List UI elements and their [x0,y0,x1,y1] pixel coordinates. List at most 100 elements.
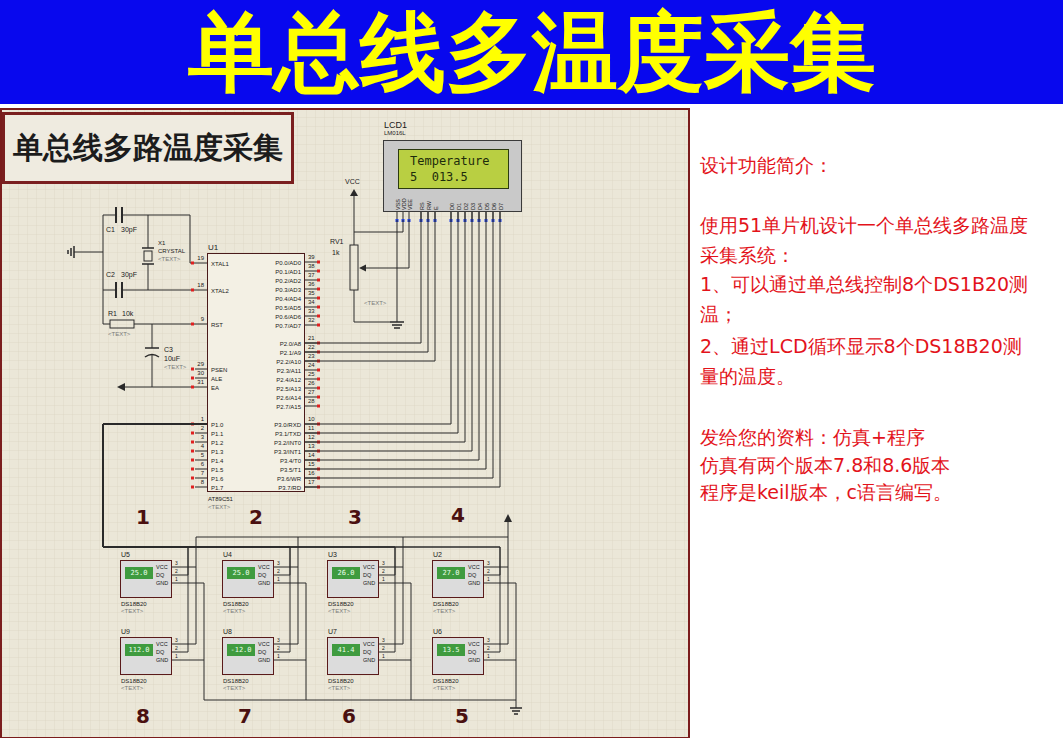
part-label: X1 [158,240,165,247]
part-label: U9 [121,628,130,636]
microcontroller-chip: U1XTAL1XTAL2RSTPSENALEEAP1.0P1.1P1.2P1.3… [207,253,305,492]
pin-name: XTAL1 [211,260,229,268]
part-value: 1k [332,249,339,257]
pin-name: P2.3/A11 [277,367,301,375]
pin-name: GND [258,580,270,587]
pin-name: VCC [468,641,480,648]
callout-number: 5 [455,705,469,727]
pin-name: P2.6/A14 [276,394,301,402]
pin-number: 3 [487,638,490,643]
part-label: U4 [223,551,232,559]
part-value: DS18B20 [433,678,459,685]
callout-number: 6 [342,705,356,727]
pin-name: D4 [477,203,483,210]
callout-number: 4 [451,504,465,526]
lcd-line: 5 013.5 [410,171,468,185]
pin-number: 6 [186,461,204,468]
signal-wire [305,212,500,487]
wire [172,522,516,708]
text-placeholder: <TEXT> [108,331,130,338]
part-label: U8 [223,628,232,636]
pin-name: P2.5/A13 [276,385,301,393]
pin-number: 29 [186,361,204,368]
ground-symbol [68,246,74,258]
part-value: AT89C51 [208,496,233,503]
signal-wire [305,212,428,352]
pin-name: VCC [363,564,375,571]
part-value: LM016L [384,130,406,137]
pin-name: VCC [156,641,168,648]
pin-number: 3 [277,561,280,566]
text-placeholder: <TEXT> [364,300,386,307]
pin-name: P2.7/A15 [276,403,301,411]
pin-number: 3 [382,638,385,643]
sensor-reading: 41.4 [332,644,360,656]
pin-number: 10 [308,416,315,423]
part-label: U5 [121,551,130,559]
pin-name: GND [468,580,480,587]
temperature-sensor: U613.5VCCDQGNDDS18B20<TEXT> [432,637,484,675]
pin-number: 2 [487,569,490,574]
part-value: DS18B20 [328,601,354,608]
temperature-sensor: U525.0VCCDQGNDDS18B20<TEXT> [120,560,172,598]
crystal-symbol [144,251,152,261]
pin-name: P0.5/AD5 [275,304,301,312]
pin-number: 16 [308,470,315,477]
pin-name: P3.3/INT1 [274,448,301,456]
pin-number: 1 [487,577,490,582]
pin-number: 2 [175,646,178,651]
pin-number: 1 [277,654,280,659]
part-value: 30pF [121,271,137,279]
sensor-reading: 25.0 [125,567,153,579]
text-placeholder: <TEXT> [121,685,143,692]
pin-number: 28 [308,398,315,405]
pin-number: 2 [382,646,385,651]
pin-number: 3 [186,434,204,441]
pin-number: 12 [308,434,315,441]
pin-name: P1.3 [211,448,223,456]
title-band [0,0,1063,104]
pin-name: P1.0 [211,421,223,429]
pin-name: P1.1 [211,430,223,438]
text-placeholder: <TEXT> [328,608,350,615]
pin-number: 4 [186,443,204,450]
pin-number: 2 [277,569,280,574]
pin-name: P0.7/AD7 [275,322,301,330]
title-band: 单总线多温度采集 [0,0,1063,104]
pin-name: RS [419,202,425,210]
pin-number: 15 [308,461,315,468]
wire [74,215,195,387]
capacitor-symbol [145,348,159,357]
callout-number: 2 [249,506,263,528]
description-note: 发给您的资料：仿真+程序 [700,422,1035,452]
pin-number: 1 [487,654,490,659]
pin-number: 27 [308,389,315,396]
temperature-sensor: U741.4VCCDQGNDDS18B20<TEXT> [327,637,379,675]
part-value: DS18B20 [121,678,147,685]
wire [354,196,409,322]
pin-name: P3.1/TXD [275,430,301,438]
pin-number: 3 [382,561,385,566]
pin-number: 7 [186,470,204,477]
pin-number: 2 [487,646,490,651]
part-value: 10uF [164,355,180,363]
pin-name: GND [363,580,375,587]
pin-name: P0.0/AD0 [275,259,301,267]
pin-name: P3.4/T0 [280,457,301,465]
part-value: DS18B20 [223,601,249,608]
pin-name: GND [363,657,375,664]
power-arrow [350,189,358,196]
temperature-sensor: U425.0VCCDQGNDDS18B20<TEXT> [222,560,274,598]
pin-number: 18 [186,282,204,289]
pin-stub [397,212,500,220]
crystal-symbol [142,248,154,264]
pin-number: 35 [308,290,315,297]
callout-number: 7 [238,705,252,727]
pin-number: 34 [308,299,315,306]
description-note: 2、通过LCD循环显示8个DS18B20测量的温度。 [700,331,1035,391]
pin-name: P3.5/T1 [280,466,301,474]
pin-name: P2.0/A8 [280,340,301,348]
heading-box: 单总线多路温度采集 [2,112,294,184]
